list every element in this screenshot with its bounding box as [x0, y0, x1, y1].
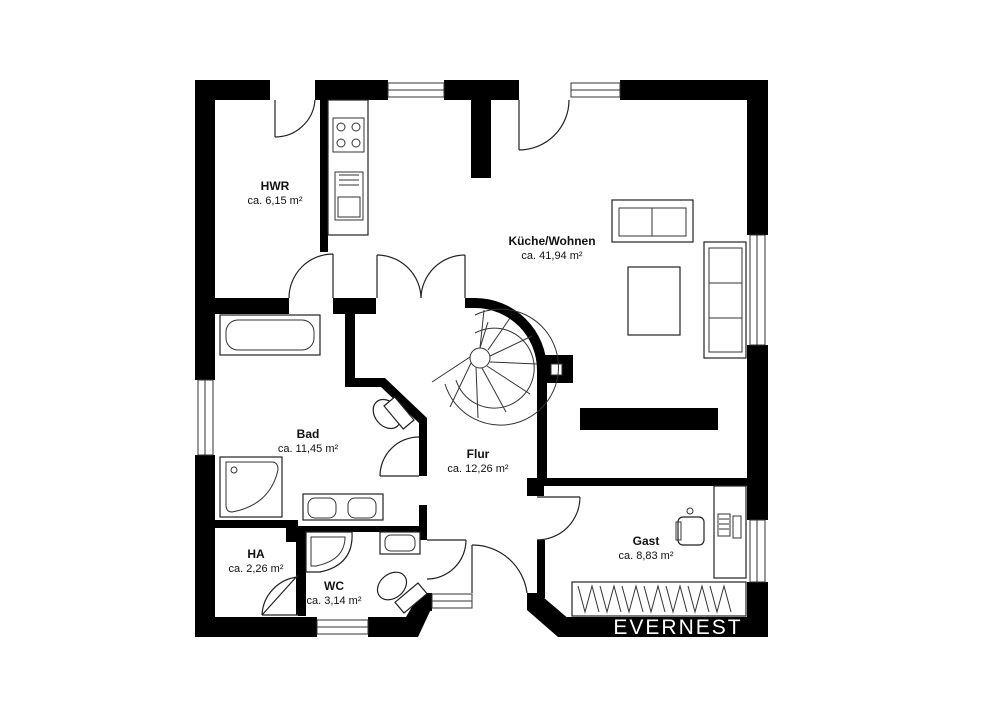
room-area-bad: ca. 11,45 m²: [278, 443, 339, 455]
outer-walls: [195, 80, 768, 637]
room-area-ha: ca. 2,26 m²: [228, 563, 283, 575]
room-name-kueche: Küche/Wohnen: [508, 234, 595, 248]
room-area-wc: ca. 3,14 m²: [306, 595, 361, 607]
room-area-kueche: ca. 41,94 m²: [521, 250, 582, 262]
room-area-hwr: ca. 6,15 m²: [247, 195, 302, 207]
fixtures: [219, 99, 747, 617]
windows: [197, 82, 766, 635]
room-name-flur: Flur: [467, 447, 490, 461]
room-name-hwr: HWR: [261, 179, 290, 193]
room-name-gast: Gast: [633, 534, 660, 548]
evernest-logo: EVERNEST: [613, 616, 742, 639]
room-area-flur: ca. 12,26 m²: [447, 463, 508, 475]
interior-walls: [215, 100, 747, 616]
doors: [261, 99, 581, 616]
room-area-gast: ca. 8,83 m²: [618, 550, 673, 562]
room-labels: HWR ca. 6,15 m² Küche/Wohnen ca. 41,94 m…: [228, 179, 673, 607]
room-name-bad: Bad: [297, 427, 320, 441]
room-name-ha: HA: [247, 547, 265, 561]
room-name-wc: WC: [324, 579, 344, 593]
